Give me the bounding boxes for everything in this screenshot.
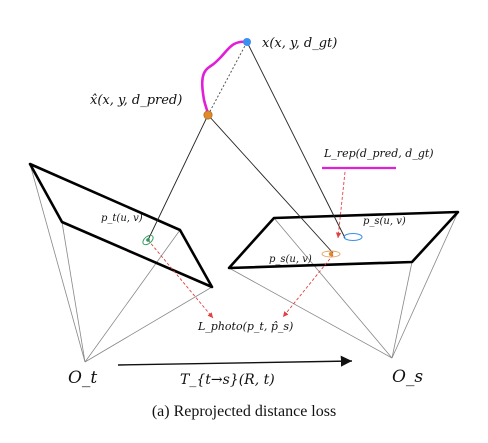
loss-rep-arrow: [335, 171, 346, 239]
point-pred-label: x̂(x, y, d_pred): [90, 93, 182, 108]
point-gt-label: x(x, y, d_gt): [262, 36, 337, 51]
target-image-plane: [28, 162, 214, 289]
pixel-source-pred-label: p_s(u, v): [269, 254, 312, 265]
loss-rep-label: L_rep(d_pred, d_gt): [323, 147, 434, 160]
source-image-plane: [227, 210, 460, 270]
pixel-target-label: p_t(u, v): [101, 213, 143, 224]
figure-caption: (a) Reprojected distance loss: [152, 403, 336, 420]
camera-target-label: O_t: [68, 368, 97, 388]
depth-dotted-line: [207, 41, 248, 116]
camera-source-label: O_s: [392, 367, 423, 387]
pixel-source-pred-marker: [321, 250, 341, 258]
photo-arrow-target: [147, 239, 214, 319]
target-frustum: [29, 163, 213, 363]
photo-arrow-source: [282, 254, 334, 318]
transform-arrow: [117, 355, 353, 367]
loss-photo-label: L_photo(p_t, p̂_s): [197, 320, 293, 333]
depth-error-curve: [200, 40, 248, 116]
pixel-target-marker: [142, 234, 154, 246]
source-frustum: [228, 211, 459, 359]
projection-rays: [147, 41, 346, 254]
transform-label: T_{t→s}(R, t): [180, 372, 275, 388]
pred-3d-point: [203, 110, 213, 120]
pixel-source-gt-label: p_s(u, v): [363, 216, 406, 227]
pixel-source-gt-marker: [343, 233, 363, 241]
gt-3d-point: [243, 38, 251, 46]
